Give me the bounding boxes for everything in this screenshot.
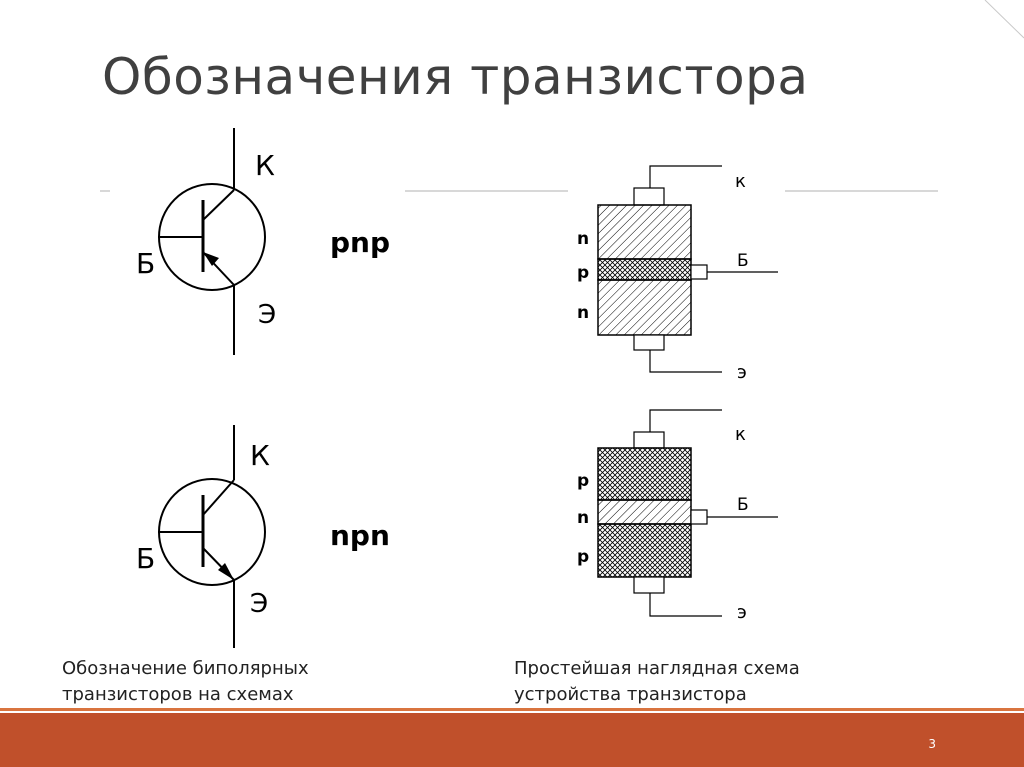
pnp-collector-label: К bbox=[255, 149, 275, 182]
structure-top-layer-2 bbox=[597, 258, 692, 281]
page-number: 3 bbox=[928, 737, 936, 751]
structure-top-emitter-label: э bbox=[737, 362, 747, 383]
structure-top-layer-1-label: n bbox=[577, 229, 589, 249]
structure-bottom-layer-1 bbox=[597, 447, 692, 501]
structure-top-collector-label: к bbox=[735, 171, 746, 192]
structure-top-layer-1 bbox=[597, 204, 692, 260]
structure-top-layer-3 bbox=[597, 279, 692, 336]
footer-bar bbox=[0, 713, 1024, 767]
structure-bottom-emitter-label: э bbox=[737, 602, 747, 623]
caption-right: Простейшая наглядная схема устройства тр… bbox=[514, 656, 800, 708]
structure-top-base-label: Б bbox=[737, 251, 749, 271]
structure-top-layer-2-label: p bbox=[577, 263, 589, 283]
pnp-emitter-label: Э bbox=[258, 300, 276, 330]
structure-bottom: p n p к Б э bbox=[577, 409, 778, 623]
pnp-base-label: Б bbox=[136, 247, 155, 280]
caption-right-line-2: устройства транзистора bbox=[514, 684, 747, 705]
npn-emitter-arrow bbox=[218, 563, 234, 580]
structure-bottom-base-label: Б bbox=[737, 495, 749, 515]
structure-bottom-collector-label: к bbox=[735, 424, 746, 445]
structure-bottom-layer-3 bbox=[597, 523, 692, 578]
npn-collector-label: К bbox=[250, 439, 270, 472]
pnp-type-label: pnp bbox=[330, 226, 390, 259]
footer-accent-line bbox=[0, 708, 1024, 711]
caption-left: Обозначение биполярных транзисторов на с… bbox=[62, 656, 309, 708]
structure-top: n p n к Б э bbox=[577, 165, 778, 383]
caption-left-line-2: транзисторов на схемах bbox=[62, 684, 294, 705]
structure-bottom-layer-2 bbox=[597, 499, 692, 525]
structure-bottom-layer-2-label: n bbox=[577, 508, 589, 528]
structure-bottom-layer-1-label: p bbox=[577, 471, 589, 491]
npn-emitter-label: Э bbox=[250, 589, 268, 619]
caption-left-line-1: Обозначение биполярных bbox=[62, 658, 309, 679]
structure-top-layer-3-label: n bbox=[577, 303, 589, 323]
npn-base-label: Б bbox=[136, 542, 155, 575]
npn-symbol: К Б Э npn bbox=[136, 425, 390, 648]
page-title: Обозначения транзистора bbox=[102, 48, 809, 106]
structure-bottom-layer-3-label: p bbox=[577, 547, 589, 567]
caption-right-line-1: Простейшая наглядная схема bbox=[514, 658, 800, 679]
npn-type-label: npn bbox=[330, 519, 390, 552]
pnp-emitter-arrow bbox=[203, 252, 219, 266]
pnp-symbol: К Б Э pnp bbox=[136, 128, 390, 355]
